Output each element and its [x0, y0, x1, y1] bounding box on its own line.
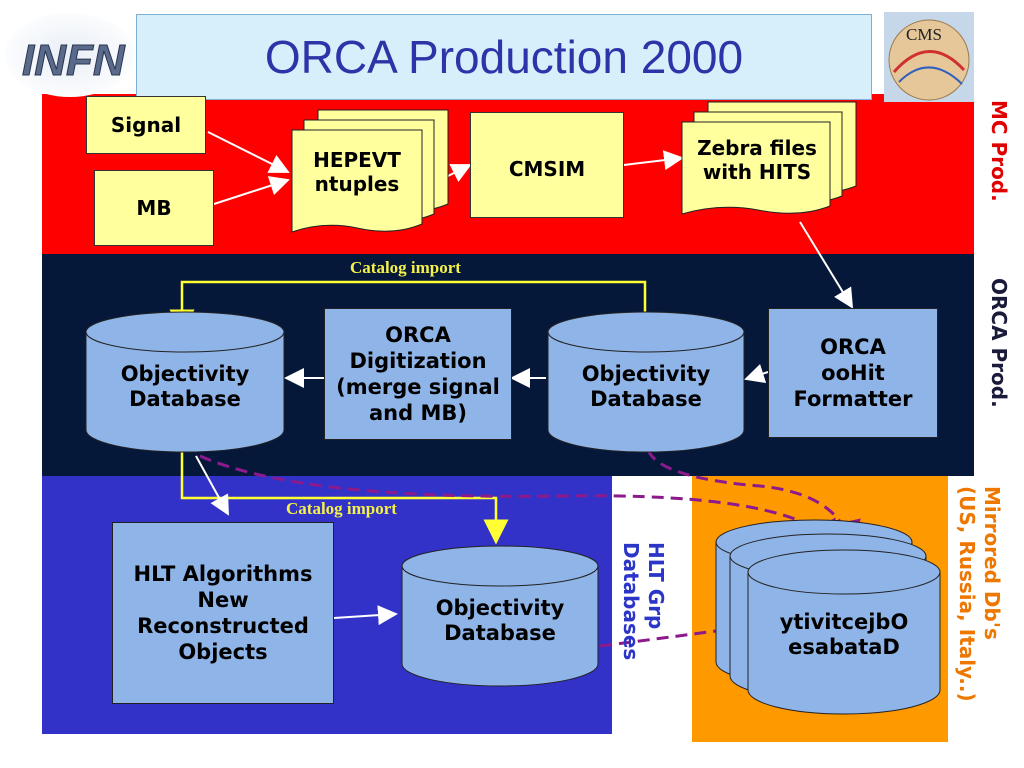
- hlt-algorithms-label: HLT Algorithms New Reconstructed Objects: [133, 561, 313, 665]
- hepevt-stack: HEPEVT ntuples: [290, 108, 452, 240]
- cmsim-label: CMSIM: [508, 157, 586, 181]
- cms-logo: CMS: [884, 12, 974, 102]
- hepevt-label: HEPEVT ntuples: [313, 148, 401, 196]
- zebra-stack: Zebra files with HITS: [680, 100, 860, 230]
- mirrored-dbs-label: Mirrored Db's (US, Russia, Italy..): [955, 486, 1004, 702]
- zebra-label: Zebra files with HITS: [697, 136, 817, 184]
- db-hlt-label: Objectivity Database: [435, 596, 565, 646]
- mb-box: MB: [94, 170, 214, 246]
- mirrored-db-label: ytivitcejbO esabataD: [779, 610, 909, 660]
- arrow-signal-hepevt: [207, 131, 290, 173]
- db-mid-label: Objectivity Database: [581, 362, 711, 412]
- objectivity-db-mid: Objectivity Database: [546, 310, 746, 454]
- objectivity-db-left: Objectivity Database: [84, 310, 286, 454]
- page-title: ORCA Production 2000: [264, 31, 744, 83]
- signal-label: Signal: [110, 113, 182, 137]
- arrow-mb-hepevt: [213, 176, 290, 205]
- arrow-hlt-db: [333, 605, 398, 626]
- catalog-import-bottom-line: [180, 452, 509, 545]
- hlt-algorithms-box: HLT Algorithms New Reconstructed Objects: [112, 522, 334, 704]
- hlt-grp-label: HLT Grp Databases: [619, 542, 668, 661]
- arrow-hepevt-cmsim: [447, 164, 472, 182]
- cmsim-box: CMSIM: [470, 112, 624, 218]
- objectivity-db-hlt: Objectivity Database: [400, 544, 600, 688]
- catalog-import-bottom-label: Catalog import: [286, 499, 397, 518]
- catalog-import-top-label: Catalog import: [350, 258, 461, 277]
- infn-logo-text: INFN: [22, 36, 126, 85]
- arrow-zebra-oohit: [799, 221, 854, 309]
- mb-label: MB: [136, 196, 172, 220]
- digitization-label: ORCA Digitization (merge signal and MB): [336, 322, 500, 426]
- infn-logo: INFN: [0, 0, 135, 100]
- db-left-label: Objectivity Database: [120, 362, 250, 412]
- mirrored-db-stack: ytivitcejbO esabataD: [712, 512, 944, 720]
- oohit-formatter-box: ORCA ooHit Formatter: [768, 308, 938, 438]
- digitization-box: ORCA Digitization (merge signal and MB): [324, 308, 512, 440]
- orca-prod-label: ORCA Prod.: [987, 278, 1011, 408]
- arrow-db-hlt: [195, 455, 229, 516]
- mirror-link-left: [199, 454, 840, 551]
- mirror-link-mid: [646, 449, 861, 551]
- arrow-oohit-db: [744, 364, 769, 384]
- cms-logo-text: CMS: [906, 25, 942, 44]
- mc-prod-label: MC Prod.: [987, 100, 1011, 202]
- signal-box: Signal: [86, 96, 206, 154]
- arrow-cmsim-zebra: [623, 150, 684, 171]
- oohit-label: ORCA ooHit Formatter: [793, 334, 913, 412]
- title-box: ORCA Production 2000: [136, 14, 872, 100]
